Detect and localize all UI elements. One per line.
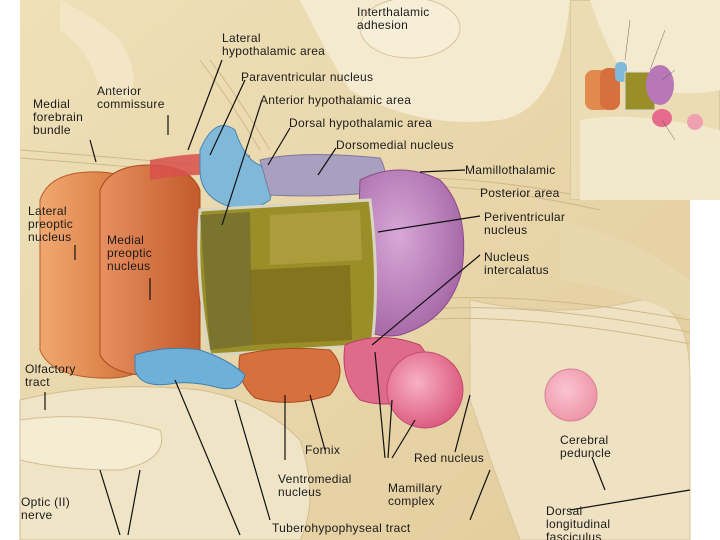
label-dorsal-longitudinal-fasciculus: Dorsal longitudinal fasciculus (546, 504, 611, 540)
label-lateral-hypothalamic-area: Lateral hypothalamic area (222, 31, 326, 58)
label-anterior-hypothalamic-area: Anterior hypothalamic area (260, 93, 412, 107)
label-red-nucleus: Red nucleus (414, 451, 485, 465)
label-interthalamic-adhesion: Interthalamic adhesion (357, 5, 430, 32)
brainstem-region (469, 299, 691, 540)
label-posterior-area: Posterior area (480, 186, 560, 200)
label-lateral-preoptic-nucleus: Lateral preoptic nucleus (28, 204, 74, 244)
label-medial-preoptic-nucleus: Medial preoptic nucleus (107, 233, 153, 273)
label-dorsomedial-nucleus: Dorsomedial nucleus (336, 138, 454, 152)
red-nucleus-shape (544, 368, 598, 422)
label-tuberohypophyseal-tract: Tuberohypophyseal tract (272, 521, 411, 535)
dorsomedial-shape (270, 210, 362, 265)
optic-nerve-shape (19, 416, 162, 471)
ventromedial-shape (250, 265, 352, 345)
label-cerebral-peduncle: Cerebral peduncle (560, 433, 612, 460)
inset-artwork (570, 0, 720, 200)
upper-structure (60, 0, 134, 100)
label-periventricular-nucleus: Periventricular nucleus (484, 210, 566, 237)
label-dorsal-hypothalamic-area: Dorsal hypothalamic area (289, 116, 433, 130)
interthalamic-adhesion-shape (359, 0, 461, 59)
paraventricular-shape (200, 212, 252, 350)
label-mamillothalamic: Mamillothalamic (465, 163, 556, 177)
supraoptic-shape (134, 347, 246, 390)
label-olfactory-tract: Olfactory tract (25, 362, 76, 389)
label-ventromedial-nucleus: Ventromedial nucleus (278, 472, 352, 499)
label-paraventricular-nucleus: Paraventricular nucleus (241, 70, 374, 84)
label-mamillary-complex: Mamillary complex (388, 481, 443, 508)
fiber-band (560, 220, 690, 320)
overview-inset (570, 0, 720, 200)
mamillary-shape-2 (386, 351, 464, 429)
label-nucleus-intercalatus: Nucleus intercalatus (484, 250, 549, 277)
label-optic-nerve: Optic (II) nerve (21, 495, 71, 522)
leader-lines (44, 59, 691, 536)
label-anterior-commissure: Anterior commissure (97, 84, 165, 111)
tuberal-shape (238, 347, 341, 403)
label-medial-forebrain-bundle: Medial forebrain bundle (33, 97, 84, 137)
label-fornix: Fornix (305, 443, 341, 457)
